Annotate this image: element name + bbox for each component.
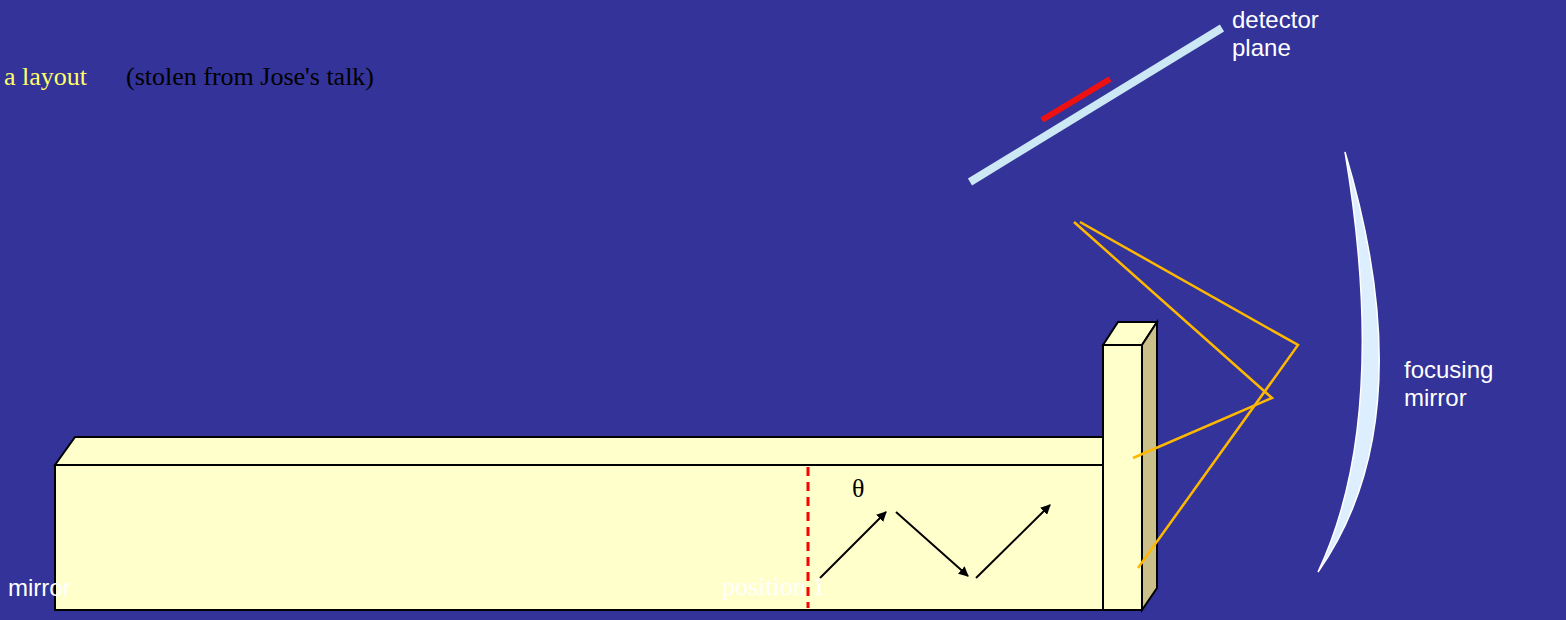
focusing-mirror-shape <box>1318 152 1379 572</box>
part-label: focusing mirror <box>1404 356 1524 411</box>
wedge-block <box>1103 322 1157 610</box>
angle-symbol: θ <box>852 474 864 504</box>
radiator-bar <box>55 437 1120 610</box>
slide-title: a layout <box>4 62 87 92</box>
light-rays <box>1074 222 1298 568</box>
part-label: detector plane <box>1232 6 1362 61</box>
part-label: mirror <box>8 574 71 602</box>
ray-arrows <box>820 505 1050 578</box>
source-note: (stolen from Jose's talk) <box>126 62 374 92</box>
detector-chip <box>1042 79 1110 120</box>
position-label: position 1 <box>722 572 825 602</box>
detector-plane-shape <box>970 28 1222 182</box>
